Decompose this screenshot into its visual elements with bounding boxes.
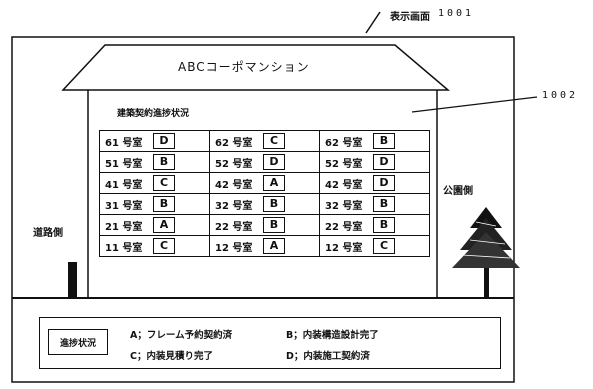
table-leader-line <box>411 96 538 113</box>
road-post <box>68 262 77 298</box>
unit-status-code: C <box>263 133 285 149</box>
unit-cell: 41 号室 C <box>99 172 210 194</box>
tree-icon <box>452 207 520 298</box>
unit-status-code: C <box>153 238 175 254</box>
legend-item-b: B；内装構造設計完了 <box>286 330 379 341</box>
unit-cell: 32 号室 B <box>319 193 430 215</box>
unit-cell: 51 号室 B <box>99 151 210 173</box>
unit-room-label: 42 号室 <box>215 179 253 191</box>
unit-room-label: 11 号室 <box>105 242 143 254</box>
unit-room-label: 61 号室 <box>105 137 143 149</box>
unit-status-code: D <box>373 175 395 191</box>
unit-row: 11 号室 C 12 号室 A 12 号室 C <box>99 235 430 257</box>
unit-row: 61 号室 D 62 号室 C 62 号室 B <box>99 130 430 152</box>
unit-row: 31 号室 B 32 号室 B 32 号室 B <box>99 193 430 215</box>
table-ref: 1002 <box>542 90 579 101</box>
unit-room-label: 32 号室 <box>215 200 253 212</box>
unit-cell: 42 号室 D <box>319 172 430 194</box>
unit-room-label: 12 号室 <box>215 242 253 254</box>
legend-item-d: D；内装施工契約済 <box>286 351 370 362</box>
unit-cell: 61 号室 D <box>99 130 210 152</box>
unit-cell: 12 号室 C <box>319 235 430 257</box>
display-screen-ref: 1001 <box>438 8 475 19</box>
legend: 進捗状況 A；フレーム予約契約済 B；内装構造設計完了 C；内装見積り完了 D；… <box>39 317 501 369</box>
unit-room-label: 22 号室 <box>325 221 363 233</box>
park-side-label: 公園側 <box>443 186 473 197</box>
unit-cell: 11 号室 C <box>99 235 210 257</box>
unit-status-code: A <box>263 175 285 191</box>
legend-item-a: A；フレーム予約契約済 <box>130 330 233 341</box>
unit-room-label: 52 号室 <box>325 158 363 170</box>
unit-status-code: D <box>373 154 395 170</box>
unit-room-label: 42 号室 <box>325 179 363 191</box>
unit-room-label: 31 号室 <box>105 200 143 212</box>
unit-row: 41 号室 C 42 号室 A 42 号室 D <box>99 172 430 194</box>
unit-cell: 31 号室 B <box>99 193 210 215</box>
unit-cell: 52 号室 D <box>209 151 320 173</box>
unit-status-code: B <box>153 154 175 170</box>
unit-room-label: 32 号室 <box>325 200 363 212</box>
road-side-label: 道路側 <box>33 228 63 239</box>
legend-item-c: C；内装見積り完了 <box>130 351 213 362</box>
unit-room-label: 21 号室 <box>105 221 143 233</box>
unit-row: 21 号室 A 22 号室 B 22 号室 B <box>99 214 430 236</box>
unit-status-code: D <box>263 154 285 170</box>
unit-room-label: 62 号室 <box>215 137 253 149</box>
legend-title: 進捗状況 <box>48 329 108 355</box>
unit-room-label: 12 号室 <box>325 242 363 254</box>
unit-status-code: C <box>153 175 175 191</box>
unit-room-label: 62 号室 <box>325 137 363 149</box>
unit-status-code: B <box>263 217 285 233</box>
table-heading: 建築契約進捗状況 <box>117 109 190 119</box>
unit-status-code: B <box>153 196 175 212</box>
unit-cell: 62 号室 C <box>209 130 320 152</box>
unit-status-code: A <box>153 217 175 233</box>
unit-cell: 12 号室 A <box>209 235 320 257</box>
unit-cell: 52 号室 D <box>319 151 430 173</box>
unit-room-label: 51 号室 <box>105 158 143 170</box>
unit-cell: 21 号室 A <box>99 214 210 236</box>
unit-room-label: 52 号室 <box>215 158 253 170</box>
unit-status-code: B <box>373 196 395 212</box>
display-screen-label: 表示画面 <box>390 12 430 23</box>
building-roof <box>61 44 451 91</box>
unit-row: 51 号室 B 52 号室 D 52 号室 D <box>99 151 430 173</box>
unit-status-code: D <box>153 133 175 149</box>
screen-leader-line <box>365 11 381 34</box>
unit-status-code: B <box>263 196 285 212</box>
screen-frame <box>11 36 515 383</box>
unit-status-code: A <box>263 238 285 254</box>
unit-cell: 32 号室 B <box>209 193 320 215</box>
unit-status-code: B <box>373 133 395 149</box>
unit-status-code: B <box>373 217 395 233</box>
unit-cell: 42 号室 A <box>209 172 320 194</box>
unit-cell: 62 号室 B <box>319 130 430 152</box>
unit-cell: 22 号室 B <box>209 214 320 236</box>
unit-status-code: C <box>373 238 395 254</box>
unit-room-label: 41 号室 <box>105 179 143 191</box>
building-name: ABCコーポマンション <box>178 60 310 74</box>
unit-room-label: 22 号室 <box>215 221 253 233</box>
unit-cell: 22 号室 B <box>319 214 430 236</box>
